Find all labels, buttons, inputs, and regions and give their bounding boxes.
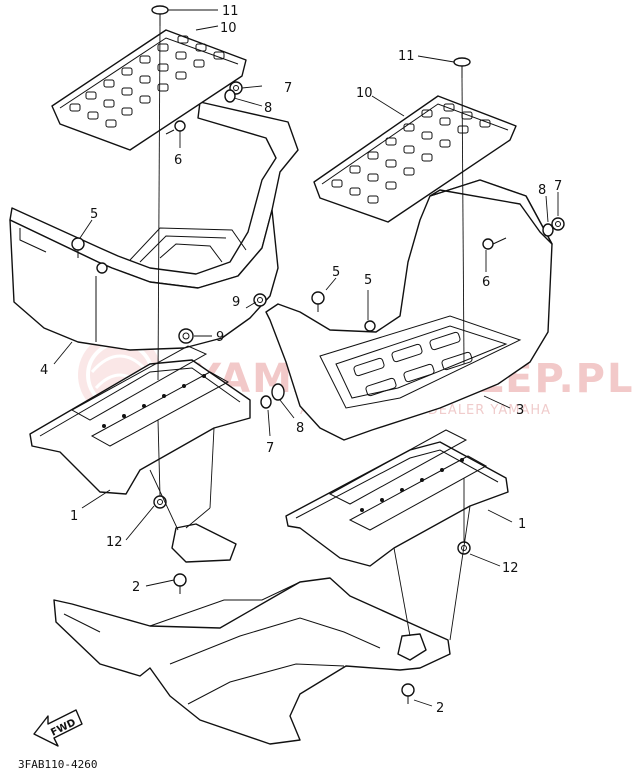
callout-label: 6 — [482, 275, 490, 290]
footrest-slots-right — [353, 331, 473, 397]
left-lower-bracket — [29, 345, 251, 495]
callout-label: 6 — [174, 153, 182, 168]
callout-label: 5 — [332, 265, 340, 280]
callout-label: 7 — [554, 179, 562, 194]
callout-label: 7 — [266, 441, 274, 456]
diagram-code: 3FAB110-4260 — [18, 758, 97, 771]
bracket-holes-left — [102, 374, 206, 428]
bolt-icon — [401, 683, 415, 704]
callout-label: 2 — [436, 701, 444, 716]
right-tread-plate — [313, 95, 517, 223]
nut-icon — [551, 217, 565, 231]
bolt-icon — [364, 320, 376, 332]
right-lower-bracket — [285, 429, 509, 567]
left-footrest — [9, 101, 299, 351]
bolt-icon — [173, 573, 187, 594]
assembly-lines — [149, 25, 471, 641]
callout-label: 10 — [356, 86, 373, 101]
screw-icon — [453, 57, 471, 78]
washer-icon — [260, 395, 272, 409]
screw-icon — [151, 5, 169, 26]
callout-label: 9 — [232, 295, 240, 310]
bracket-holes-right — [360, 458, 464, 512]
leader-lines — [53, 9, 559, 707]
tread-grip-holes-right — [331, 103, 491, 204]
left-tread-plate — [51, 29, 247, 151]
callout-label: 1 — [518, 517, 526, 532]
callout-label: 1 — [70, 509, 78, 524]
callout-label: 3 — [516, 403, 524, 418]
washer-icon — [224, 89, 236, 103]
tread-grip-holes-left — [69, 35, 225, 128]
callout-label: 11 — [222, 4, 239, 19]
callout-label: 8 — [264, 101, 272, 116]
callout-label: 11 — [398, 49, 415, 64]
callout-label: 7 — [284, 81, 292, 96]
callouts: 11 10 7 8 6 5 4 9 9 1 12 2 11 10 8 7 6 5… — [40, 4, 562, 716]
frame — [53, 523, 451, 745]
nut-icon — [253, 293, 267, 307]
callout-label: 10 — [220, 21, 237, 36]
bolt-icon — [71, 237, 85, 258]
callout-label: 5 — [364, 273, 372, 288]
callout-label: 5 — [90, 207, 98, 222]
callout-label: 8 — [538, 183, 546, 198]
callout-label: 2 — [132, 580, 140, 595]
nut-icon — [178, 328, 194, 344]
fwd-arrow-icon: FWD — [33, 709, 83, 747]
right-footrest — [265, 179, 553, 441]
washer-icon — [271, 383, 285, 401]
callout-label: 12 — [106, 535, 123, 550]
callout-label: 8 — [296, 421, 304, 436]
washer-icon — [542, 223, 554, 237]
bolt-icon — [482, 237, 507, 250]
nut-icon — [153, 495, 167, 509]
bolt-icon — [311, 291, 325, 312]
callout-label: 12 — [502, 561, 519, 576]
bolt-icon — [96, 262, 108, 274]
callout-label: 9 — [216, 330, 224, 345]
callout-label: 4 — [40, 363, 48, 378]
